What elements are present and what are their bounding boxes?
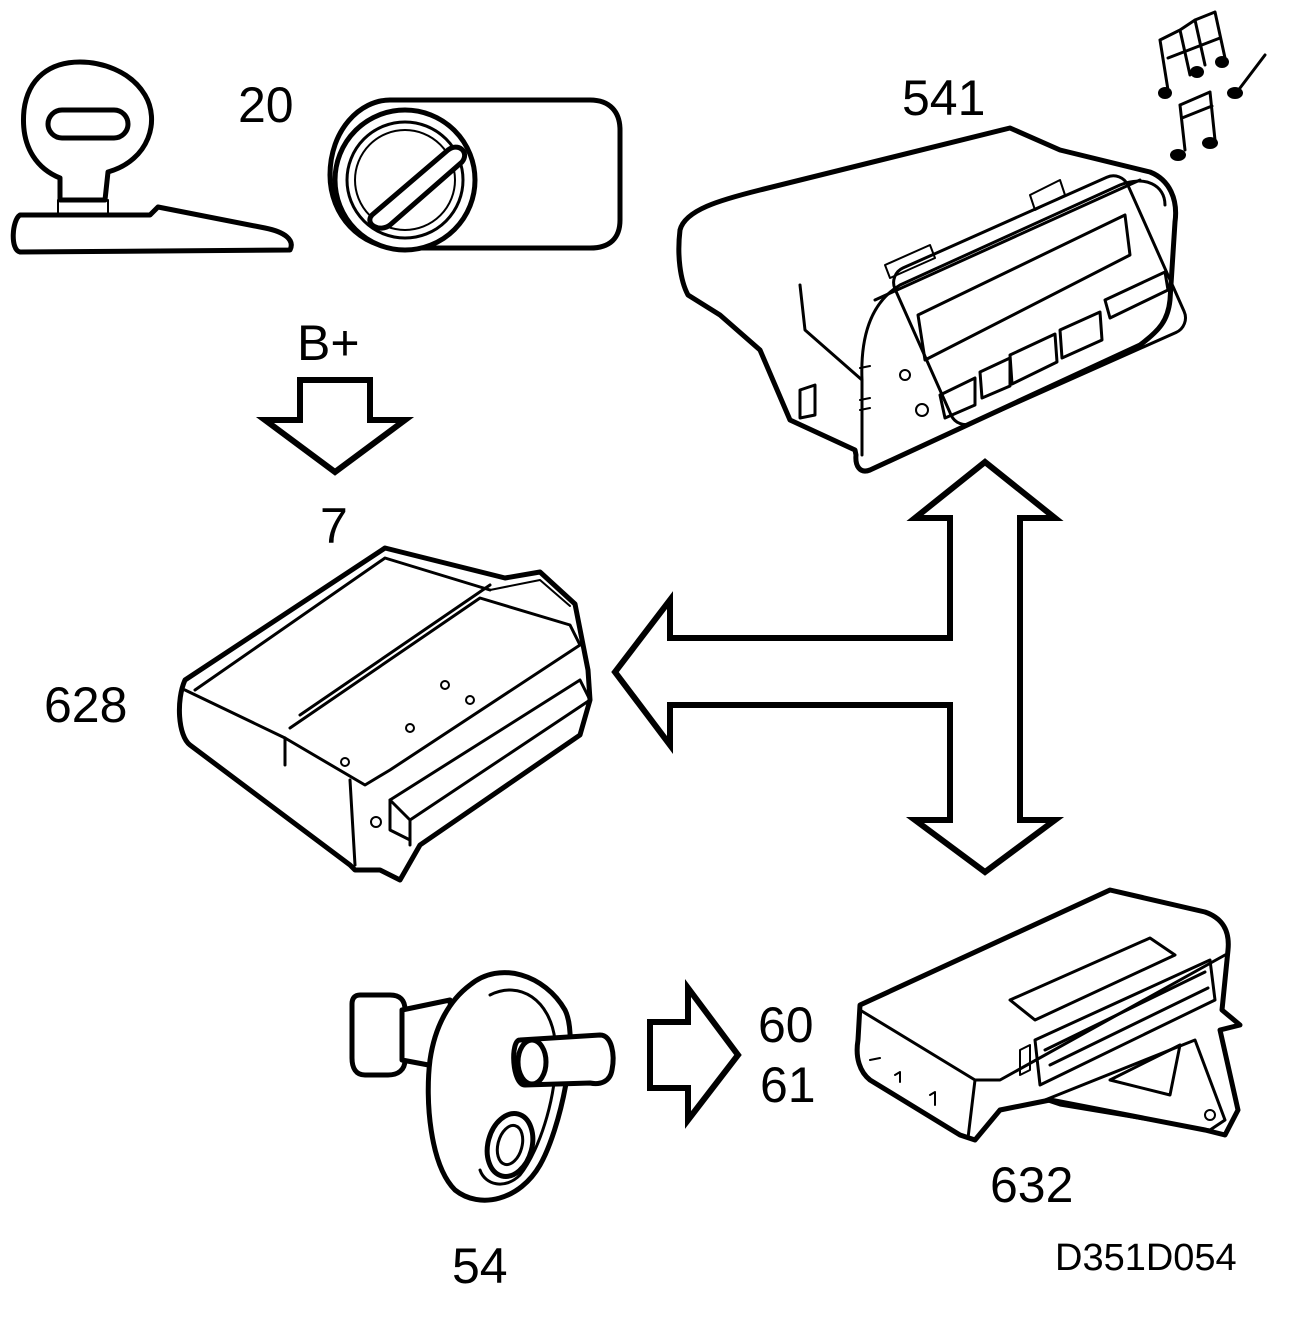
control-module-icon	[176, 545, 593, 883]
figure-code: D351D054	[1055, 1237, 1237, 1279]
power-arrow	[255, 377, 415, 476]
label-lock-switch: 54	[452, 1238, 508, 1294]
label-fuse: 7	[320, 498, 348, 554]
label-alarm-unit: 632	[990, 1157, 1073, 1213]
music-notes-icon	[1158, 10, 1267, 161]
signal-arrow	[647, 978, 742, 1129]
ignition-lock-icon	[327, 97, 623, 253]
data-bus-arrow	[611, 458, 1065, 876]
car-radio-icon	[676, 125, 1187, 474]
label-control-unit: 628	[44, 677, 127, 733]
label-battery: B+	[297, 315, 360, 371]
label-signal-a: 60	[758, 997, 814, 1053]
label-signal-b: 61	[760, 1057, 816, 1113]
label-key: 20	[238, 77, 294, 133]
label-radio: 541	[902, 70, 985, 126]
key-icon	[10, 59, 294, 255]
alarm-module-icon	[854, 887, 1243, 1143]
door-switch-icon	[349, 970, 616, 1203]
